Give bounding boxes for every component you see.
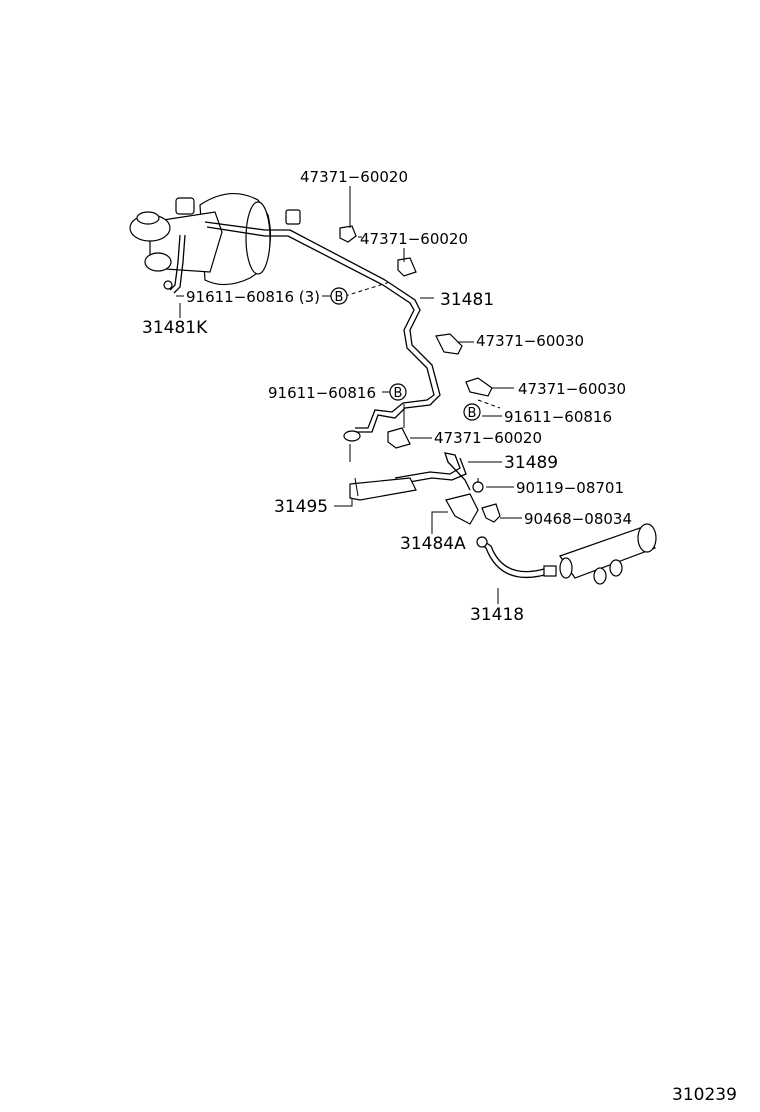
bracket-31484A — [445, 493, 479, 525]
clip-47371-60030-b — [465, 377, 493, 397]
callout-91611-60816-left: 91611−60816 — [268, 384, 376, 402]
bracket-31495 — [349, 477, 417, 501]
ref-marker-b-top: B — [330, 287, 348, 305]
ref-marker-b-right: B — [463, 403, 481, 421]
callout-47371-60030-a: 47371−60030 — [476, 332, 584, 350]
clip-47371-60020-top — [339, 225, 357, 243]
callout-47371-60030-b: 47371−60030 — [518, 380, 626, 398]
callout-31418: 31418 — [470, 605, 524, 625]
bolt-90119-08701 — [472, 478, 484, 493]
ref-marker-b-top-text: B — [335, 290, 344, 305]
clutch-release-cylinder — [559, 523, 657, 585]
callout-91611-60816-3: 91611−60816 (3) — [186, 288, 320, 306]
pipe-31489 — [394, 452, 471, 491]
leader-lines — [176, 186, 522, 604]
callout-47371-60020-mid: 47371−60020 — [360, 230, 468, 248]
master-cylinder-assembly — [129, 192, 441, 433]
callout-31481K: 31481K — [142, 318, 208, 338]
callout-47371-60020-top: 47371−60020 — [300, 168, 408, 186]
callout-31484A: 31484A — [400, 534, 466, 554]
bolt-91611-60816 — [163, 280, 173, 290]
ref-marker-b-left: B — [389, 383, 407, 401]
clip-90468-08034 — [481, 503, 501, 523]
ref-marker-b-left-text: B — [394, 386, 403, 401]
callout-31481: 31481 — [440, 290, 494, 310]
callout-31495: 31495 — [274, 497, 328, 517]
callout-90468-08034: 90468−08034 — [524, 510, 632, 528]
diagram-id: 310239 — [672, 1085, 737, 1105]
callout-91611-60816-right: 91611−60816 — [504, 408, 612, 426]
flare-nut-left — [343, 430, 361, 462]
clip-47371-60020-mid — [397, 257, 417, 277]
ref-marker-b-right-text: B — [468, 406, 477, 421]
clip-47371-60020-low — [387, 427, 411, 449]
callout-90119-08701: 90119−08701 — [516, 479, 624, 497]
callout-47371-60020-low: 47371−60020 — [434, 429, 542, 447]
hose-31418 — [476, 536, 557, 579]
callout-31489: 31489 — [504, 453, 558, 473]
clip-47371-60030-a — [435, 333, 463, 355]
